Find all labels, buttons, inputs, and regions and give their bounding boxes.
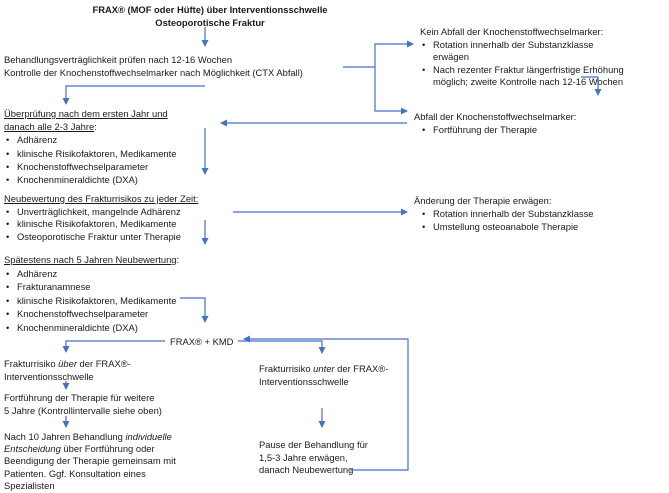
arrow-check-to-review (62, 85, 205, 105)
list-item: Knochenmineraldichte (DXA) (4, 173, 176, 186)
ten-year-line-1: Nach 10 Jahren Behandlung individuelle (4, 431, 176, 443)
list-item: Nach rezenter Fraktur längerfristige Erh… (420, 64, 628, 89)
pause-line-1: Pause der Behandlung für (259, 439, 368, 450)
list-item: Adhärenz (4, 133, 176, 146)
arrow-no-drop-loop (581, 76, 602, 96)
flow-title: FRAX® (MOF oder Hüfte) über Intervention… (60, 3, 360, 29)
list-item: Fortführung der Therapie (420, 124, 576, 137)
ten-year-l1-em: individuelle (125, 431, 172, 442)
risk-below-line-2: Interventionsschwelle (259, 376, 349, 387)
risk-above-post: der FRAX®- (76, 358, 131, 369)
list-item: Frakturanamnese (4, 280, 179, 294)
arrow-pause-loop-back (243, 335, 409, 471)
reassessment-list: Unverträglichkeit, mangelnde Adhärenz kl… (4, 206, 198, 244)
marker-drop-list: Fortführung der Therapie (420, 124, 576, 137)
arrow-five-year-to-frax (180, 297, 209, 323)
review-heading-line-1: Überprüfung nach dem ersten Jahr und (4, 108, 168, 119)
list-item: Adhärenz (4, 267, 179, 281)
ten-year-line-4: Patienten. Ggf. Konsultation eines (4, 467, 146, 479)
risk-below-em: unter (313, 363, 335, 374)
initial-check-line-2: Kontrolle der Knochenstoffwechselmarker … (4, 67, 303, 78)
list-item: Knochenstoffwechselparameter (4, 307, 179, 321)
change-therapy-box: Änderung der Therapie erwägen: Rotation … (414, 194, 594, 233)
risk-above-box: Frakturrisiko über der FRAX®- Interventi… (4, 357, 131, 383)
review-heading-colon: : (94, 121, 97, 133)
ten-year-l1-pre: Nach 10 Jahren Behandlung (4, 431, 126, 442)
pause-therapy-box: Pause der Behandlung für 1,5-3 Jahre erw… (259, 439, 368, 477)
list-item: Rotation innerhalb der Substanzklasse er… (420, 39, 628, 64)
arrow-frax-to-above (62, 340, 165, 353)
five-year-heading-colon: : (176, 254, 180, 265)
risk-above-em: über (58, 358, 77, 369)
review-heading-line-2: danach alle 2-3 Jahre (4, 121, 95, 133)
ten-year-line-5: Spezialisten (4, 479, 55, 491)
ten-year-line-3: Beendigung der Therapie gemeinsam mit (4, 455, 176, 467)
five-year-heading-text: Spätestens nach 5 Jahren Neubewertung (4, 254, 177, 265)
list-item: klinische Risikofaktoren, Medikamente (4, 147, 176, 160)
reassessment-heading: Neubewertung des Frakturrisikos zu jeder… (4, 193, 199, 204)
reassessment-box: Neubewertung des Frakturrisikos zu jeder… (4, 193, 198, 243)
review-heading: Überprüfung nach dem ersten Jahr und dan… (4, 107, 176, 133)
pause-line-2: 1,5-3 Jahre erwägen, (259, 451, 348, 463)
frax-kmd-node: FRAX® + KMD (170, 336, 234, 347)
change-therapy-list: Rotation innerhalb der Substanzklasse Um… (420, 207, 594, 233)
list-item: Umstellung osteoanabole Therapie (420, 220, 594, 233)
list-item: Unverträglichkeit, mangelnde Adhärenz (4, 206, 198, 219)
review-list: Adhärenz klinische Risikofaktoren, Medik… (4, 133, 176, 186)
risk-above-line-2: Interventionsschwelle (4, 371, 94, 382)
no-marker-drop-list: Rotation innerhalb der Substanzklasse er… (420, 39, 628, 89)
list-item: klinische Risikofaktoren, Medikamente (4, 294, 179, 308)
ten-year-l2-post: über Fortführung oder (60, 443, 155, 455)
list-item: Osteoporotische Fraktur unter Therapie (4, 231, 198, 244)
risk-above-line-1: Frakturrisiko über der FRAX®- (4, 357, 131, 370)
arrow-check-to-no-drop (343, 40, 414, 68)
list-item: Knochenstoffwechselparameter (4, 160, 176, 173)
risk-below-post: der FRAX®- (334, 363, 389, 374)
initial-check-box: Behandlungsverträglichkeit prüfen nach 1… (4, 53, 303, 79)
five-year-box: Spätestens nach 5 Jahren Neubewertung: A… (4, 253, 179, 335)
pause-line-3: danach Neubewertung (259, 464, 354, 476)
five-year-list: Adhärenz Frakturanamnese klinische Risik… (4, 267, 179, 335)
initial-check-line-1: Behandlungsverträglichkeit prüfen nach 1… (4, 54, 233, 65)
list-item: Knochenmineraldichte (DXA) (4, 321, 179, 335)
continue-line-2: 5 Jahre (Kontrollintervalle siehe oben) (4, 405, 162, 416)
no-marker-drop-box: Kein Abfall der Knochenstoffwechselmarke… (420, 26, 628, 89)
title-line-2: Osteoporotische Fraktur (155, 17, 265, 28)
arrow-frax-to-below (238, 340, 326, 354)
arrow-check-to-drop (374, 67, 408, 115)
risk-below-line-1: Frakturrisiko unter der FRAX®- (259, 362, 388, 375)
continue-therapy-box: Fortführung der Therapie für weitere 5 J… (4, 391, 162, 417)
risk-above-pre: Frakturrisiko (4, 358, 59, 369)
ten-year-l2-em: Entscheidung (4, 443, 61, 455)
five-year-heading: Spätestens nach 5 Jahren Neubewertung: (4, 253, 179, 267)
list-item: klinische Risikofaktoren, Medikamente (4, 218, 198, 231)
ten-year-decision-box: Nach 10 Jahren Behandlung individuelle E… (4, 431, 176, 492)
review-box: Überprüfung nach dem ersten Jahr und dan… (4, 107, 176, 186)
risk-below-pre: Frakturrisiko (259, 363, 314, 374)
marker-drop-box: Abfall der Knochenstoffwechselmarker: Fo… (414, 111, 576, 136)
ten-year-line-2: Entscheidung über Fortführung oder (4, 443, 176, 455)
list-item: Rotation innerhalb der Substanzklasse (420, 207, 594, 220)
continue-line-1: Fortführung der Therapie für weitere (4, 392, 155, 403)
risk-below-box: Frakturrisiko unter der FRAX®- Intervent… (259, 362, 388, 388)
title-line-1: FRAX® (MOF oder Hüfte) über Intervention… (92, 4, 328, 15)
change-therapy-heading: Änderung der Therapie erwägen: (414, 195, 552, 206)
marker-drop-heading: Abfall der Knochenstoffwechselmarker: (414, 111, 577, 122)
no-marker-drop-heading: Kein Abfall der Knochenstoffwechselmarke… (420, 26, 604, 37)
